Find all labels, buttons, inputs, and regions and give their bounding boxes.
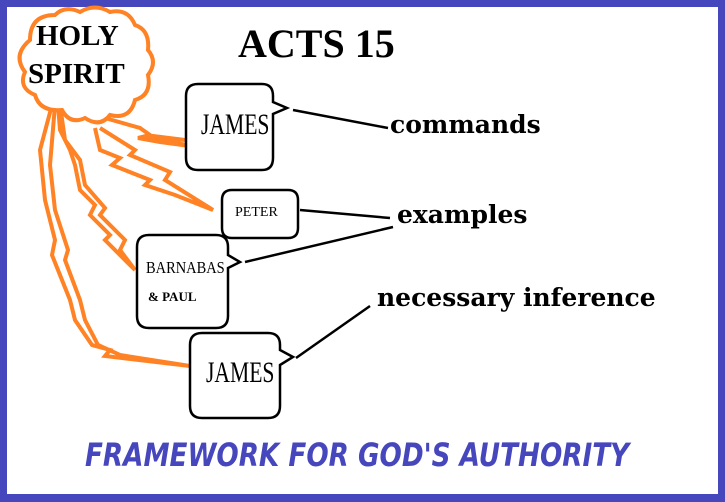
bolt-to-barnabas [56,104,137,272]
speaker-paul: & PAUL [148,289,197,304]
line-barnabas-examples [244,225,394,264]
cloud-label-spirit: SPIRIT [28,58,125,90]
cloud-label-holy: HOLY [36,20,119,52]
label-necessary-inference: necessary inference [377,283,656,312]
bolt-to-james-1 [104,116,191,148]
speaker-james-2: JAMES [206,356,275,389]
label-commands: commands [390,110,541,139]
speaker-james-1: JAMES [201,108,270,141]
bubble-james-2 [188,331,296,420]
speaker-peter: PETER [235,205,278,220]
line-peter-examples [299,208,391,220]
footer-caption: FRAMEWORK FOR GOD'S AUTHORITY [85,436,630,474]
speaker-barnabas: BARNABAS [146,258,225,277]
bolt-to-james-2 [37,104,191,368]
label-examples: examples [397,200,528,229]
bolt-to-peter [93,126,215,212]
bubble-barnabas [135,233,243,330]
cloud-shape [17,5,155,125]
bubble-james-1 [184,82,291,172]
line-commands [292,108,389,130]
page-title: ACTS 15 [238,21,395,66]
bubble-peter [220,188,300,240]
line-james-inference [295,304,371,360]
